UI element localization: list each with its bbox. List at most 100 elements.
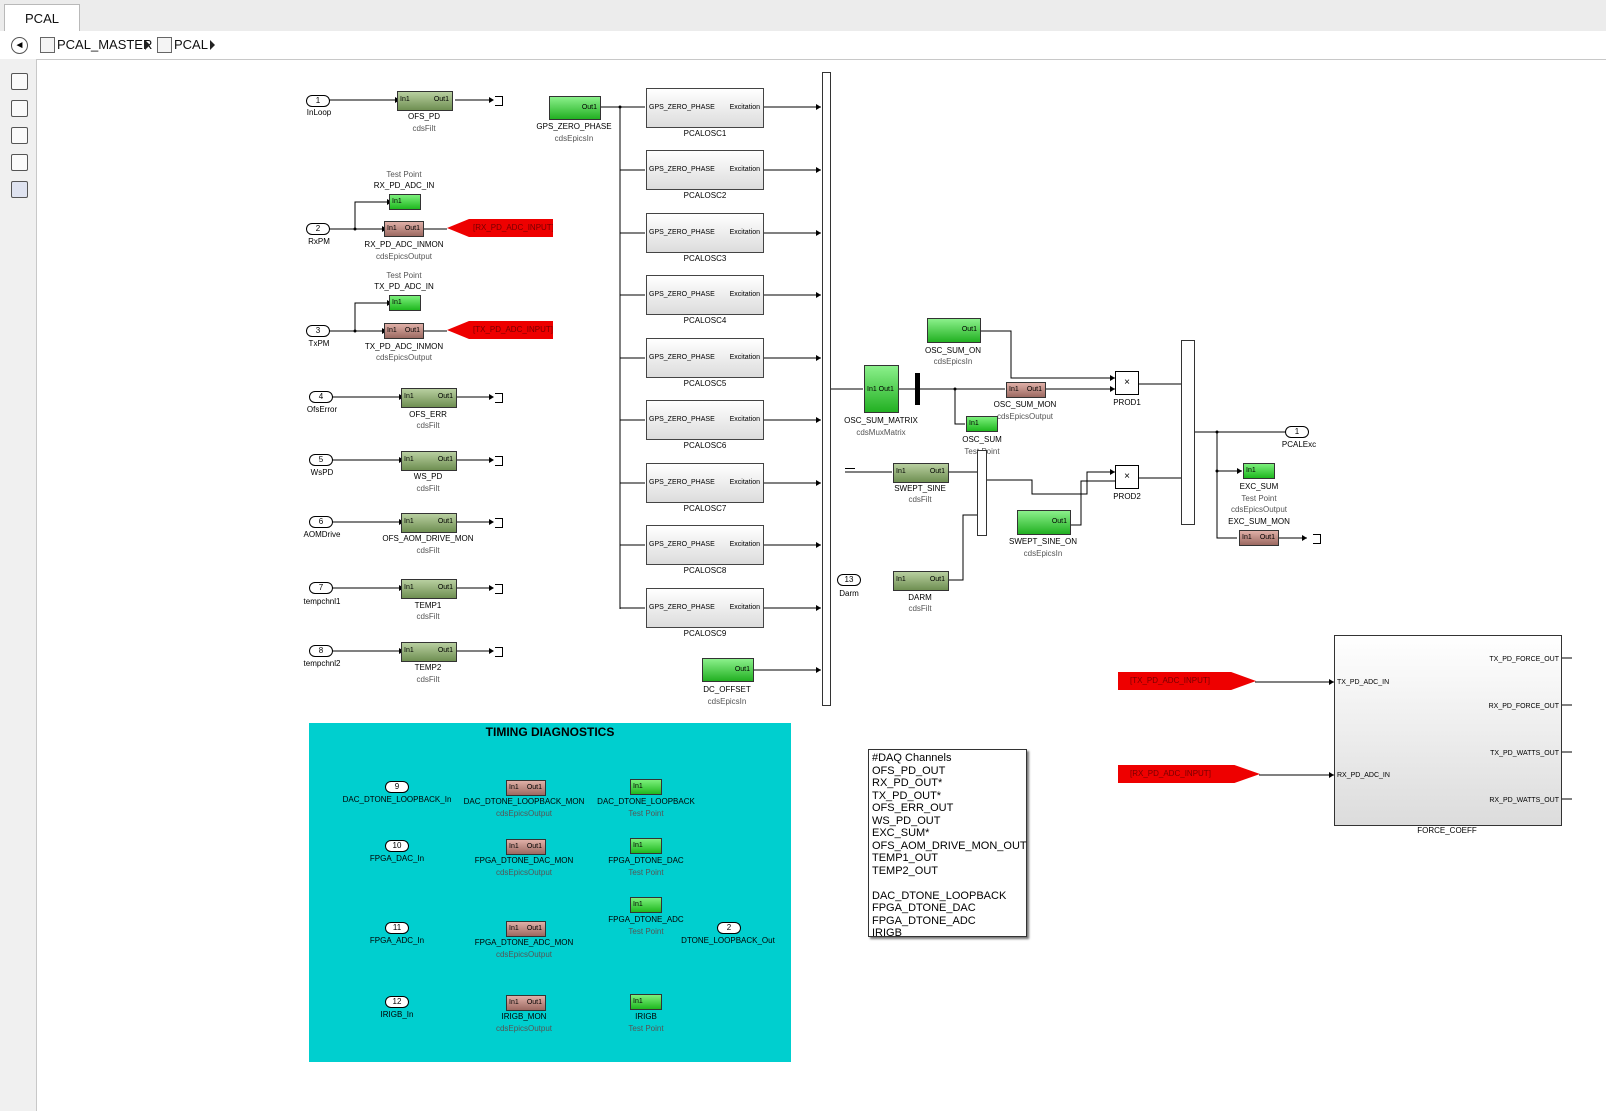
terminator[interactable] [495, 518, 503, 528]
sum-block[interactable] [977, 450, 987, 536]
block-type: cdsFilt [416, 612, 440, 621]
goto-tx-adc-input[interactable]: [TX_PD_ADC_INPUT] [447, 321, 553, 339]
chevron-right-icon [210, 40, 215, 50]
inport-txpm[interactable]: 3 [306, 325, 330, 337]
inport-rxpm[interactable]: 2 [306, 223, 330, 235]
daq-channels-note[interactable]: #DAQ Channels OFS_PD_OUT RX_PD_OUT* TX_P… [868, 749, 1027, 939]
osc-sum-on-block[interactable]: Out1 [927, 318, 981, 343]
timing-testpoint[interactable]: In1 [630, 994, 662, 1010]
port-label: In1 [404, 393, 414, 400]
inport-darm[interactable]: 13 [837, 574, 861, 586]
inport-label: IRIGB_In [380, 1010, 414, 1019]
area-icon[interactable] [11, 181, 28, 198]
port-label: In1 [404, 518, 414, 525]
terminator[interactable] [495, 584, 503, 594]
inport-tempchnl1[interactable]: 7 [309, 582, 333, 594]
timing-testpoint[interactable]: In1 [630, 897, 662, 913]
inport-wspd[interactable]: 5 [309, 454, 333, 466]
block-label: WS_PD [413, 472, 443, 481]
terminator[interactable] [495, 456, 503, 466]
gps-zero-phase-block[interactable]: Out1 [549, 96, 601, 120]
block-type: cdsEpicsOutput [375, 252, 433, 261]
from-rx-adc-input[interactable]: [RX_PD_ADC_INPUT] [1118, 765, 1260, 783]
port-label: In1 [509, 843, 519, 850]
timing-inport[interactable]: 12 [385, 996, 409, 1008]
inport-inloop[interactable]: 1 [306, 95, 330, 107]
inport-tempchnl2[interactable]: 8 [309, 645, 333, 657]
swept-sine-on-block[interactable]: Out1 [1017, 510, 1071, 535]
fit-view-icon[interactable] [11, 100, 28, 117]
inport-ofserror[interactable]: 4 [309, 391, 333, 403]
demux-bar[interactable] [915, 373, 920, 405]
zoom-in-icon[interactable] [11, 73, 28, 90]
block-label: FPGA_DTONE_ADC_MON [474, 938, 574, 947]
prod2-block[interactable]: × [1115, 465, 1139, 489]
port-label: Out1 [929, 468, 945, 475]
block-label: OFS_ERR [409, 410, 447, 419]
block-label: IRIGB [635, 1012, 657, 1021]
breadcrumb-current[interactable]: PCAL [174, 37, 208, 52]
sum-block[interactable] [1181, 340, 1195, 525]
terminator[interactable] [495, 96, 503, 106]
block-label: PCALOSC6 [683, 441, 727, 450]
rx-adc-in-testpoint[interactable]: In1 [389, 194, 421, 210]
block-label: PCALOSC1 [683, 129, 727, 138]
timing-inport[interactable]: 11 [385, 922, 409, 934]
terminator[interactable] [495, 393, 503, 403]
block-label: OSC_SUM_ON [924, 346, 982, 355]
prod1-block[interactable]: × [1115, 371, 1139, 395]
timing-testpoint[interactable]: In1 [630, 779, 662, 795]
osc-sum-testpoint[interactable]: In1 [966, 416, 998, 432]
tab-pcal[interactable]: PCAL [4, 4, 80, 32]
outport-dtone-loopback[interactable]: 2 [717, 922, 741, 934]
block-label: DAC_DTONE_LOOPBACK [597, 797, 695, 806]
terminator[interactable] [495, 647, 503, 657]
back-icon[interactable]: ◄ [11, 37, 28, 54]
mux-bus[interactable] [822, 72, 831, 706]
text-annotation-icon[interactable] [11, 127, 28, 144]
goto-rx-adc-input[interactable]: [RX_PD_ADC_INPUT] [447, 219, 553, 237]
timing-inport[interactable]: 9 [385, 781, 409, 793]
terminator[interactable] [1313, 534, 1321, 544]
exc-sum-testpoint[interactable]: In1 [1243, 463, 1275, 479]
image-icon[interactable] [11, 154, 28, 171]
osc-sum-matrix-block[interactable]: In1 Out1 [864, 365, 899, 413]
port-label: Out1 [734, 666, 750, 673]
dc-offset-block[interactable]: Out1 [702, 658, 754, 682]
tx-adc-in-testpoint[interactable]: In1 [389, 295, 421, 311]
block-type: Test Point [628, 1024, 664, 1033]
timing-testpoint[interactable]: In1 [630, 838, 662, 854]
inport-aomdrive[interactable]: 6 [309, 516, 333, 528]
force-coeff-block[interactable]: TX_PD_ADC_IN RX_PD_ADC_IN TX_PD_FORCE_OU… [1334, 635, 1562, 826]
timing-inport[interactable]: 10 [385, 840, 409, 852]
breadcrumb-root[interactable]: PCAL_MASTER [57, 37, 153, 52]
outport-pcalexc[interactable]: 1 [1285, 426, 1309, 438]
from-tx-adc-input[interactable]: [TX_PD_ADC_INPUT] [1118, 672, 1256, 690]
